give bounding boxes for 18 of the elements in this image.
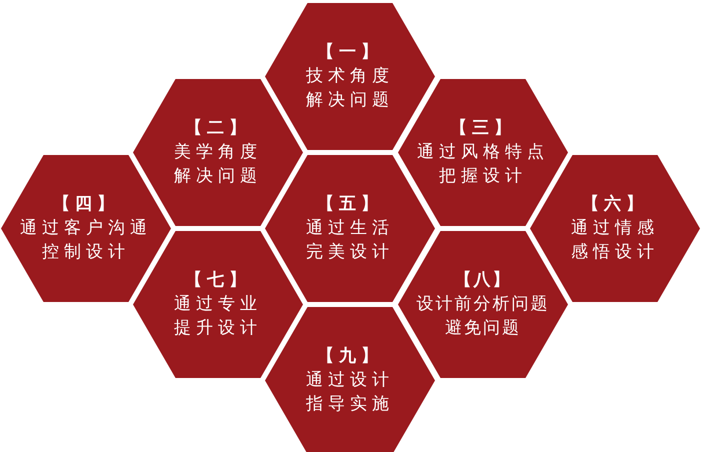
tile-number: 【九】 xyxy=(317,345,383,368)
tile-text: 美学角度解决问题 xyxy=(173,141,263,188)
tile-text: 通过设计指导实施 xyxy=(305,369,395,416)
tile-text: 通过专业提升设计 xyxy=(173,293,263,340)
tile-number: 【二】 xyxy=(185,117,251,140)
tile-text: 通过生活完美设计 xyxy=(305,217,395,264)
tile-number: 【三】 xyxy=(450,117,516,140)
tile-number: 【七】 xyxy=(185,269,251,292)
tile-text: 技术角度解决问题 xyxy=(305,65,395,112)
tile-text: 设计前分析问题避免问题 xyxy=(416,293,550,340)
tile-number: 【八】 xyxy=(454,269,512,292)
tile-number: 【一】 xyxy=(317,41,383,64)
tile-text: 通过客户沟通控制设计 xyxy=(19,217,153,264)
tile-text: 通过情感感悟设计 xyxy=(570,217,660,264)
tile-number: 【六】 xyxy=(582,193,648,216)
tile-number: 【五】 xyxy=(317,193,383,216)
tile-text: 通过风格特点把握设计 xyxy=(416,141,550,188)
tile-number: 【四】 xyxy=(53,193,119,216)
